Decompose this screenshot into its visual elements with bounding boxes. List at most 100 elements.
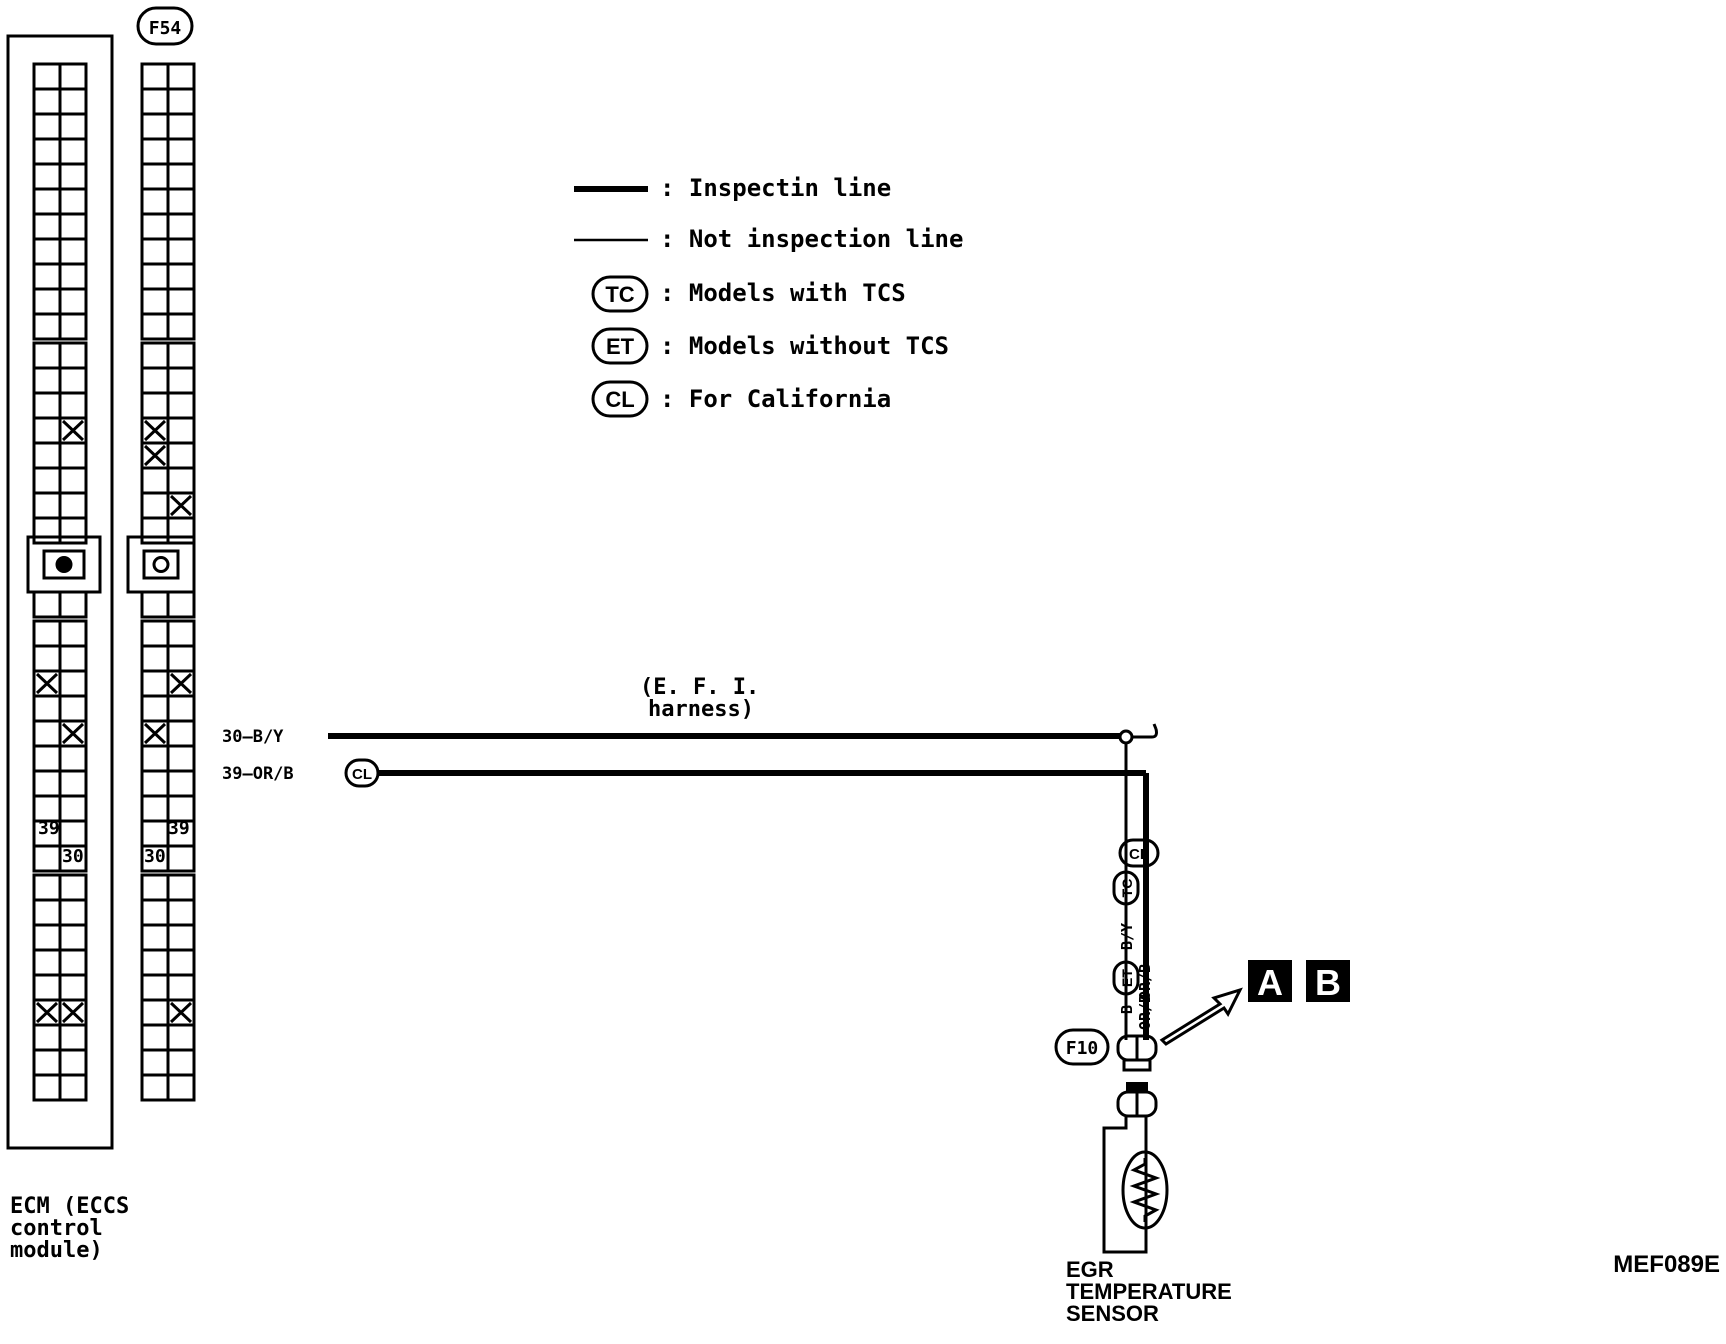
legend-et-symbol [591, 327, 649, 365]
ecm-pin-39-label: 39 [38, 818, 60, 839]
ecm-frame [6, 34, 114, 1150]
connector-cavity [140, 162, 170, 191]
vertical-orb-label: OR/B [1136, 964, 1154, 1000]
connector-cavity [58, 619, 88, 648]
connector-cavity [58, 644, 88, 673]
legend-item-not-inspection-line: : Not inspection line [660, 225, 963, 253]
connector-cavity [140, 769, 170, 798]
connector-cavity [166, 212, 196, 241]
connector-cavity [140, 341, 170, 370]
legend-item-tc: : Models with TCS [660, 279, 906, 307]
connector-cavity [166, 112, 196, 141]
connector-cavity [166, 1073, 196, 1102]
unused-cavity-x-icon [35, 1001, 59, 1024]
unused-cavity-x-icon [143, 722, 167, 745]
unused-cavity-x-icon [169, 494, 193, 517]
connector-cavity [140, 391, 170, 420]
connector-cavity [140, 187, 170, 216]
connector-cavity [58, 287, 88, 316]
unused-cavity-x-icon [169, 672, 193, 695]
harness-label-line1: (E. F. I. [640, 675, 759, 700]
connector-cavity [32, 441, 62, 470]
ref-box-b [1306, 960, 1350, 1002]
wire-30-label: 30—B/Y [222, 727, 284, 747]
connector-f10-badge: F10 [1054, 1028, 1110, 1066]
connector-cavity [58, 262, 88, 291]
connector-cavity [58, 466, 88, 495]
ecm-label-line1: ECM (ECCS [10, 1194, 129, 1219]
legend-cl-symbol-text: CL [605, 387, 634, 412]
connector-cavity [140, 1023, 170, 1052]
connector-cavity [32, 973, 62, 1002]
connector-cavity [166, 237, 196, 266]
connector-cavity [166, 694, 196, 723]
connector-cavity [58, 312, 88, 341]
connector-cavity [32, 769, 62, 798]
sensor-label-line2: TEMPERATURE [1066, 1279, 1232, 1304]
sensor-label-line3: SENSOR [1066, 1301, 1159, 1326]
connector-cavity [32, 366, 62, 395]
connector-cavity [140, 669, 170, 698]
connector-cavity [166, 873, 196, 902]
connector-cavity [32, 137, 62, 166]
harness-label-line2: harness) [648, 697, 754, 722]
connector-cavity [166, 366, 196, 395]
connector-cavity [58, 769, 88, 798]
connector-cavity [58, 162, 88, 191]
connector-cavity [32, 62, 62, 91]
connector-cavity [140, 590, 170, 619]
ecm-label-line3: module) [10, 1238, 103, 1263]
connector-cavity [32, 898, 62, 927]
connector-cavity [166, 898, 196, 927]
connector-cavity [58, 112, 88, 141]
connector-cavity [166, 312, 196, 341]
vertical-tc-text: TC [1119, 879, 1135, 898]
unused-cavity-x-icon [61, 419, 85, 442]
connector-cavity [58, 794, 88, 823]
thermistor-icon [1121, 1150, 1169, 1230]
connector-cavity [58, 694, 88, 723]
connector-cavity [166, 923, 196, 952]
connector-cavity [166, 1023, 196, 1052]
wire-30-splice [1118, 729, 1134, 745]
f54-pin-30-label: 30 [144, 846, 166, 867]
connector-cavity [32, 719, 62, 748]
legend-item-et: : Models without TCS [660, 332, 949, 360]
connector-cavity [58, 366, 88, 395]
connector-cavity [32, 162, 62, 191]
connector-cavity [140, 212, 170, 241]
connector-cavity [58, 62, 88, 91]
connector-cavity [140, 619, 170, 648]
unused-cavity-x-icon [61, 1001, 85, 1024]
vertical-et-text: ET [1119, 969, 1135, 987]
connector-cavity [32, 262, 62, 291]
connector-cavity [58, 923, 88, 952]
connector-cavity [32, 87, 62, 116]
connector-cavity [32, 744, 62, 773]
figure-code: MEF089E [1613, 1251, 1720, 1278]
legend-cl-symbol [591, 380, 649, 418]
connector-cavity [166, 262, 196, 291]
connector-cavity [32, 416, 62, 445]
connector-cavity [32, 287, 62, 316]
connector-cavity [58, 237, 88, 266]
vertical-cl-text: CL [1129, 846, 1149, 863]
connector-cavity [58, 590, 88, 619]
connector-cavity [32, 1048, 62, 1077]
unused-cavity-x-icon [169, 1001, 193, 1024]
ecm-connector-grid [26, 62, 102, 1102]
sensor-side-connector [1116, 1082, 1158, 1118]
connector-cavity [166, 187, 196, 216]
reference-arrow-icon [1159, 987, 1243, 1046]
connector-cavity [166, 973, 196, 1002]
connector-cavity [32, 391, 62, 420]
connector-cavity [140, 516, 170, 545]
connector-cavity [140, 1073, 170, 1102]
connector-cavity [32, 466, 62, 495]
connector-cavity [140, 998, 170, 1027]
resistor-zigzag-icon [1129, 1158, 1161, 1222]
unused-cavity-x-icon [143, 444, 167, 467]
legend-tc-symbol-text: TC [605, 282, 634, 307]
connector-cavity [32, 212, 62, 241]
connector-cavity [166, 590, 196, 619]
